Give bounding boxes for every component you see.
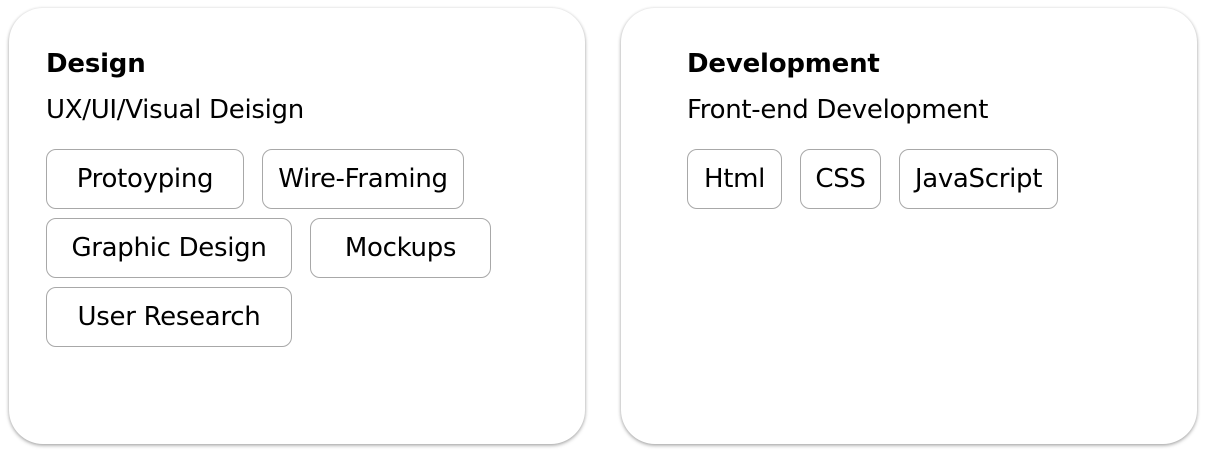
design-card: Design UX/UI/Visual Deisign Protoyping W… bbox=[9, 8, 585, 444]
skill-tag-list: Html CSS JavaScript bbox=[687, 149, 1157, 209]
skill-tag-graphic-design[interactable]: Graphic Design bbox=[46, 218, 292, 278]
skill-tag-javascript[interactable]: JavaScript bbox=[899, 149, 1058, 209]
skill-tag-html[interactable]: Html bbox=[687, 149, 782, 209]
card-title: Development bbox=[687, 49, 880, 79]
card-subtitle: Front-end Development bbox=[687, 95, 989, 125]
skill-tag-wire-framing[interactable]: Wire-Framing bbox=[262, 149, 464, 209]
skill-tag-list: Protoyping Wire-Framing Graphic Design M… bbox=[46, 149, 516, 347]
development-card: Development Front-end Development Html C… bbox=[621, 8, 1197, 444]
skill-tag-protoyping[interactable]: Protoyping bbox=[46, 149, 244, 209]
skill-tag-mockups[interactable]: Mockups bbox=[310, 218, 491, 278]
skill-tag-user-research[interactable]: User Research bbox=[46, 287, 292, 347]
skill-tag-css[interactable]: CSS bbox=[800, 149, 881, 209]
card-title: Design bbox=[46, 49, 146, 79]
card-subtitle: UX/UI/Visual Deisign bbox=[46, 95, 304, 125]
